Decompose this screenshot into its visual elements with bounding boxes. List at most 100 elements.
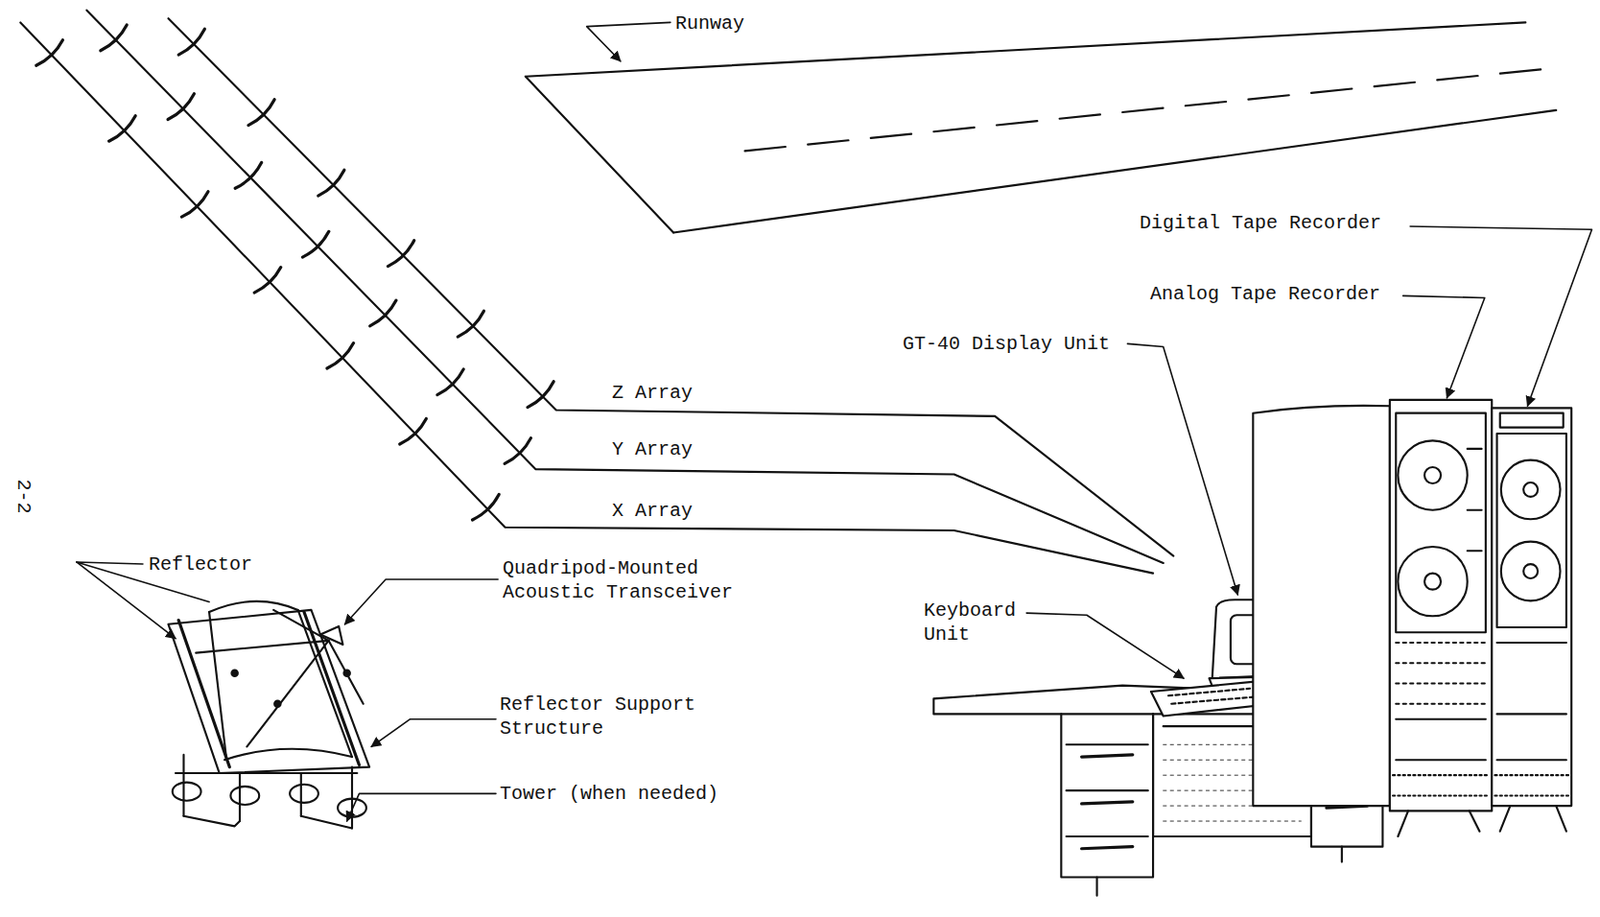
recording-equipment-part xyxy=(1395,719,1486,761)
microphone-arrays-part xyxy=(527,381,554,408)
equipment-label: Analog Tape Recorder xyxy=(1150,282,1381,306)
recording-equipment-part xyxy=(1523,482,1538,497)
reflector-assembly-part xyxy=(178,620,230,768)
runway xyxy=(525,22,1556,233)
recording-equipment-part xyxy=(1501,460,1561,520)
microphone-arrays-part xyxy=(181,191,209,218)
array-label: X Array xyxy=(611,498,693,523)
recording-equipment-part xyxy=(1397,440,1467,510)
part-label: Quadripod-Mounted Acoustic Transceiver xyxy=(502,556,745,605)
recording-equipment xyxy=(933,400,1572,896)
leader-lines-part xyxy=(345,579,499,625)
recording-equipment-part xyxy=(1424,573,1441,590)
reflector-assembly xyxy=(168,601,371,829)
microphone-arrays-part xyxy=(387,240,414,267)
recording-equipment-part xyxy=(1497,433,1567,628)
microphone-arrays-part xyxy=(235,163,261,189)
reflector-assembly-part xyxy=(298,610,353,757)
reflector-assembly-part xyxy=(343,670,350,677)
reflector-assembly-part xyxy=(246,640,329,748)
leader-lines-part xyxy=(1410,226,1592,406)
reflector-assembly-part xyxy=(320,626,343,645)
recording-equipment-part xyxy=(1523,564,1538,579)
microphone-arrays-part xyxy=(100,24,127,51)
part-label: Reflector Support Structure xyxy=(499,692,707,741)
recording-equipment-part xyxy=(1252,405,1390,806)
microphone-arrays-part xyxy=(504,438,531,465)
recording-equipment-part xyxy=(1467,448,1483,551)
microphone-arrays-part xyxy=(472,494,500,520)
leader-lines-part xyxy=(347,793,496,822)
recording-equipment-part xyxy=(1389,400,1492,812)
recording-equipment-part xyxy=(1494,775,1570,796)
reflector-assembly-part xyxy=(224,749,353,760)
reflector-assembly-part xyxy=(301,816,353,829)
microphone-arrays-part xyxy=(400,419,427,446)
microphone-arrays-part xyxy=(370,300,397,327)
microphone-arrays-part xyxy=(167,94,194,120)
recording-equipment-part xyxy=(1060,713,1153,877)
reflector-assembly-part xyxy=(273,610,329,641)
array-label: Y Array xyxy=(611,437,693,462)
leader-lines-part xyxy=(371,719,496,748)
recording-equipment-part xyxy=(1097,847,1342,896)
runway-part xyxy=(745,69,1542,151)
equipment-label: Keyboard Unit xyxy=(923,598,1032,647)
runway-part xyxy=(525,76,674,234)
recording-equipment-part xyxy=(1397,810,1480,837)
reflector-assembly-part xyxy=(209,601,299,612)
reflector-assembly-part xyxy=(329,640,364,705)
recording-equipment-part xyxy=(1424,467,1441,484)
reflector-assembly-part xyxy=(175,772,357,775)
recording-equipment-part xyxy=(1392,775,1490,796)
recording-equipment-part xyxy=(1397,546,1467,616)
microphone-arrays-part xyxy=(437,369,464,396)
recording-equipment-part xyxy=(1395,413,1486,634)
recording-equipment-part xyxy=(1491,407,1572,806)
microphone-arrays xyxy=(20,10,1174,574)
reflector-assembly-part xyxy=(209,611,227,760)
microphone-arrays-part xyxy=(109,116,137,142)
microphone-arrays-part xyxy=(248,99,275,126)
recording-equipment-part xyxy=(1500,805,1567,832)
microphone-arrays-part xyxy=(318,169,345,196)
runway-part xyxy=(587,22,671,61)
microphone-arrays-part xyxy=(254,267,282,294)
recording-equipment-part xyxy=(1500,413,1564,428)
microphone-arrays-part xyxy=(36,40,64,67)
recording-equipment-part xyxy=(1497,642,1567,760)
reflector-assembly-part xyxy=(238,773,241,822)
recording-equipment-part xyxy=(1168,688,1258,705)
microphone-arrays-part xyxy=(168,18,1175,556)
page-number: 2-2 xyxy=(11,478,36,514)
reflector-assembly-part xyxy=(168,610,371,774)
equipment-label: Digital Tape Recorder xyxy=(1139,211,1382,236)
reflector-assembly-part xyxy=(182,754,185,817)
reflector-assembly-part xyxy=(300,773,303,817)
leader-lines xyxy=(76,226,1593,822)
microphone-arrays-part xyxy=(86,10,1163,564)
recording-equipment-part xyxy=(1501,541,1561,602)
leader-lines-part xyxy=(1026,612,1184,679)
microphone-arrays-part xyxy=(327,343,354,370)
array-label: Z Array xyxy=(611,380,693,405)
recording-equipment-part xyxy=(1066,744,1149,837)
reflector-assembly-part xyxy=(230,786,259,805)
microphone-arrays-part xyxy=(20,22,1153,573)
microphone-arrays-part xyxy=(457,310,484,337)
reflector-assembly-part xyxy=(289,784,319,803)
leader-lines-part xyxy=(1403,295,1485,398)
leader-lines-part xyxy=(1127,343,1238,595)
recording-equipment-part xyxy=(1082,754,1133,849)
recording-equipment-part xyxy=(1395,642,1486,705)
part-label: Reflector xyxy=(148,552,253,577)
microphone-arrays-part xyxy=(178,28,205,55)
reflector-assembly-part xyxy=(172,782,202,801)
reflector-assembly-part xyxy=(183,816,240,827)
reflector-assembly-part xyxy=(231,670,237,677)
part-label: Tower (when needed) xyxy=(499,781,719,806)
equipment-label: GT-40 Display Unit xyxy=(902,331,1110,356)
